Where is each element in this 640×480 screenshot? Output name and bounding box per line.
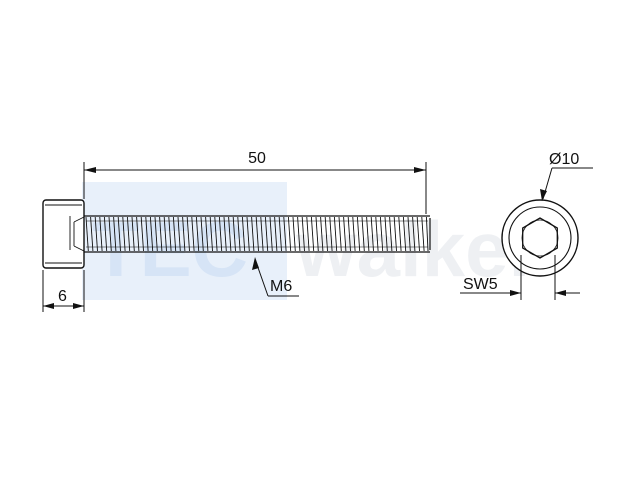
thread-line [191, 216, 195, 252]
thread-line [177, 216, 181, 252]
thread-line [324, 216, 328, 252]
thread-line [136, 216, 140, 252]
thread-line [389, 216, 393, 252]
thread-line [159, 216, 163, 252]
thread-line [94, 216, 98, 252]
head-height-label: 6 [58, 288, 67, 305]
bolt-head [42, 199, 85, 269]
socket-hidden-lines [69, 216, 85, 252]
thread-line [375, 216, 379, 252]
thread-line [287, 216, 292, 252]
thread-line [301, 216, 305, 252]
thread-line [246, 216, 250, 252]
thread-line [168, 216, 172, 252]
thread-line [421, 216, 425, 252]
thread-line [113, 216, 117, 252]
thread-line [182, 216, 186, 252]
thread-line [186, 216, 190, 252]
thread-line [370, 216, 374, 252]
watermark-text-right: walker [295, 205, 539, 293]
thread-line [393, 216, 397, 252]
thread-line [315, 216, 319, 252]
diameter-label: Ø10 [549, 151, 579, 168]
thread-line [103, 216, 108, 252]
thread-line [251, 216, 255, 252]
thread-line [329, 216, 333, 252]
head-outer-circle [501, 199, 579, 277]
thread-line [223, 216, 227, 252]
thread-line [163, 216, 167, 252]
thread-line [131, 216, 135, 252]
thread-line [338, 216, 342, 252]
thread-line [117, 216, 121, 252]
thread-line [90, 216, 94, 252]
thread-line [154, 216, 158, 252]
thread-line [356, 216, 361, 252]
thread-line [274, 216, 278, 252]
bolt-shank [84, 215, 431, 253]
thread-line [425, 216, 429, 252]
thread-line [218, 216, 223, 252]
thread-line [297, 216, 301, 252]
thread-line [126, 216, 131, 252]
thread-label: M6 [270, 278, 292, 295]
thread-line [366, 216, 370, 252]
thread-line [260, 216, 264, 252]
thread-leader [252, 257, 299, 297]
thread-line [412, 216, 416, 252]
thread-lines [85, 216, 429, 252]
thread-line [379, 216, 384, 252]
thread-line [320, 216, 324, 252]
thread-line [140, 216, 144, 252]
thread-line [214, 216, 218, 252]
head-inner-circle [508, 206, 572, 270]
thread-line [264, 216, 269, 252]
hex-socket [522, 217, 558, 259]
thread-line [205, 216, 209, 252]
thread-line [85, 216, 89, 252]
thread-line [108, 216, 112, 252]
socket-bottom-circle [521, 219, 559, 257]
thread-line [172, 216, 177, 252]
length-dimension [83, 162, 427, 214]
bolt-side-view [42, 199, 431, 269]
thread-line [278, 216, 282, 252]
diameter-leader [540, 167, 593, 201]
thread-line [361, 216, 365, 252]
thread-line [402, 216, 407, 252]
thread-line [122, 216, 126, 252]
thread-line [306, 216, 310, 252]
bolt-end-view [501, 199, 579, 277]
socket-size-dimension [460, 255, 580, 300]
thread-line [228, 216, 232, 252]
thread-line [145, 216, 149, 252]
thread-line [99, 216, 103, 252]
thread-line [343, 216, 347, 252]
thread-line [237, 216, 241, 252]
thread-line [283, 216, 287, 252]
thread-line [241, 216, 246, 252]
thread-line [416, 216, 420, 252]
thread-line [347, 216, 351, 252]
socket-size-label: SW5 [463, 276, 498, 293]
thread-line [310, 216, 315, 252]
thread-line [209, 216, 213, 252]
thread-line [384, 216, 388, 252]
head-height-dimension [42, 270, 85, 312]
length-label: 50 [248, 150, 266, 167]
thread-line [195, 216, 200, 252]
thread-line [292, 216, 296, 252]
thread-line [352, 216, 356, 252]
thread-line [333, 216, 338, 252]
thread-line [398, 216, 402, 252]
thread-line [149, 216, 154, 252]
thread-line [255, 216, 259, 252]
thread-line [269, 216, 273, 252]
thread-line [200, 216, 204, 252]
thread-line [407, 216, 411, 252]
thread-line [232, 216, 236, 252]
